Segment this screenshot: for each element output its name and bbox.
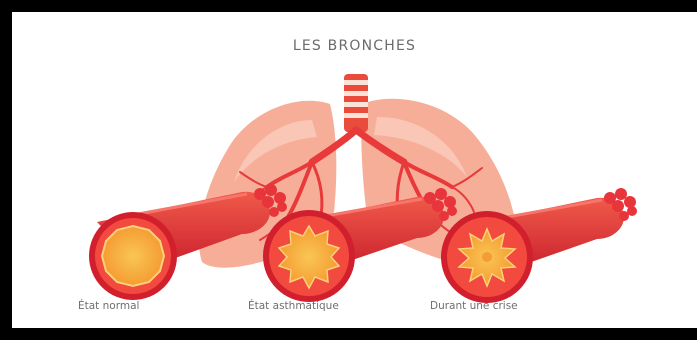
- bronchi-illustration: [12, 12, 697, 328]
- lumen-normal: [102, 226, 164, 286]
- illustration-panel: LES BRONCHES: [12, 12, 697, 328]
- caption-asthmatic: État asthmatique: [248, 300, 339, 312]
- caption-normal: État normal: [78, 300, 139, 312]
- trachea: [344, 74, 368, 132]
- caption-crisis: Durant une crise: [430, 300, 518, 312]
